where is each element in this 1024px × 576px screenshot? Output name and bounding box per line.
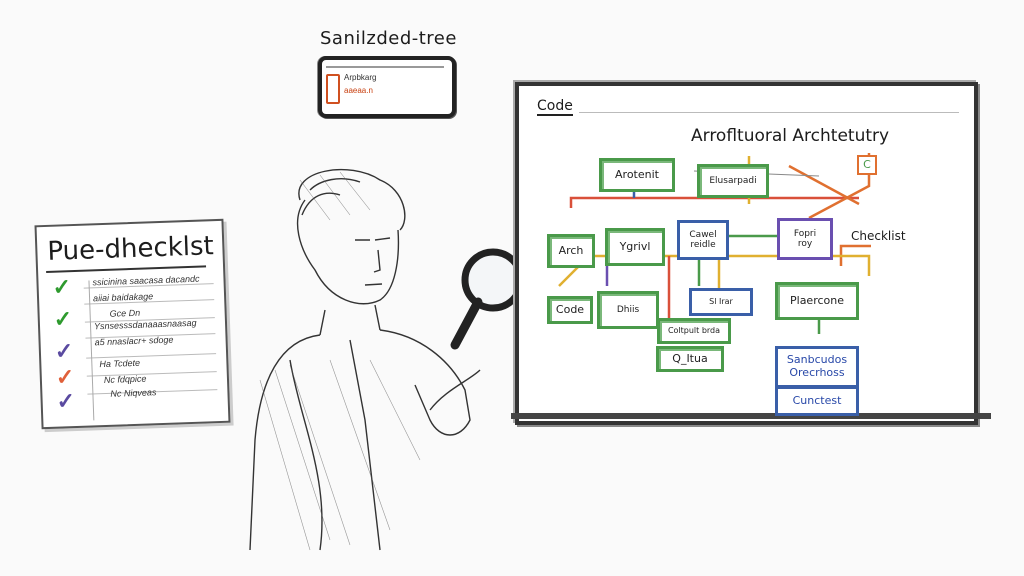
top-card-line-2: aaeaa.n bbox=[344, 86, 373, 95]
node-code[interactable]: Code bbox=[547, 296, 593, 324]
whiteboard-bottom-ledge bbox=[511, 413, 991, 419]
node-dhmis[interactable]: Dhiis bbox=[597, 291, 659, 329]
whiteboard-label: Code bbox=[537, 98, 573, 116]
node-qitua[interactable]: Q_Itua bbox=[656, 346, 724, 372]
node-coltpult[interactable]: Coltpult brda bbox=[657, 318, 731, 344]
checklist-label: Checklist bbox=[851, 229, 906, 243]
top-rule bbox=[579, 112, 959, 113]
node-arch[interactable]: Arch bbox=[547, 234, 595, 268]
node-plaercone[interactable]: Plaercone bbox=[775, 282, 859, 320]
node-elusarpadi[interactable]: Elusarpadi bbox=[697, 164, 769, 198]
whiteboard: Code Arrofltuoral Archtetutry Checklist … bbox=[511, 82, 991, 425]
folder-icon bbox=[326, 74, 340, 104]
top-card-line-1: Arpbkarg bbox=[344, 73, 377, 82]
diagram-title: Arrofltuoral Archtetutry bbox=[691, 126, 890, 146]
check-icon-2: ✓ bbox=[53, 306, 73, 332]
checklist-item: aiiai baidakage bbox=[92, 291, 154, 304]
checklist-item: Nc Niqveas bbox=[110, 387, 157, 399]
checklist-item: Ha Tcdete bbox=[99, 357, 141, 370]
top-card: Arpbkarg aaeaa.n bbox=[318, 56, 456, 118]
top-card-bar bbox=[326, 66, 444, 68]
node-arotenit[interactable]: Arotenit bbox=[599, 158, 675, 192]
check-icon-3: ✓ bbox=[54, 338, 74, 364]
title-underline bbox=[46, 265, 207, 273]
checklist-item: Ysnsesssdanaaasnaasag bbox=[93, 317, 197, 332]
node-cuncetest[interactable]: Cunctest bbox=[775, 386, 859, 416]
node-sl-irar[interactable]: Sl Irar bbox=[689, 288, 753, 316]
check-icon-4: ✓ bbox=[55, 364, 75, 390]
checklist-item: Gce Dn bbox=[109, 307, 141, 319]
node-c[interactable]: C bbox=[857, 155, 877, 175]
checklist-title: Pue-dhecklst bbox=[46, 231, 215, 267]
node-yegrivl[interactable]: Ygrivl bbox=[605, 228, 665, 266]
node-fopri[interactable]: Fopri roy bbox=[777, 218, 833, 260]
checklist-paper: Pue-dhecklst ✓ ✓ ✓ ✓ ✓ ssicinina saacasa… bbox=[34, 218, 231, 430]
checklist-item: ssicinina saacasa dacandc bbox=[92, 273, 200, 288]
top-card-title: Sanilzded-tree bbox=[320, 28, 457, 49]
check-icon-5: ✓ bbox=[56, 388, 76, 414]
magnifier-lens bbox=[461, 248, 520, 312]
node-cawel[interactable]: Cawel reidle bbox=[677, 220, 729, 260]
checklist-item: Nc fdqpice bbox=[103, 373, 147, 386]
check-icon-1: ✓ bbox=[52, 274, 72, 300]
node-sanbcudas[interactable]: Sanbcudos Orecrhoss bbox=[775, 346, 859, 388]
person-sketch bbox=[249, 168, 520, 551]
checklist-item: a5 nnaslacr+ sdoge bbox=[94, 334, 174, 348]
